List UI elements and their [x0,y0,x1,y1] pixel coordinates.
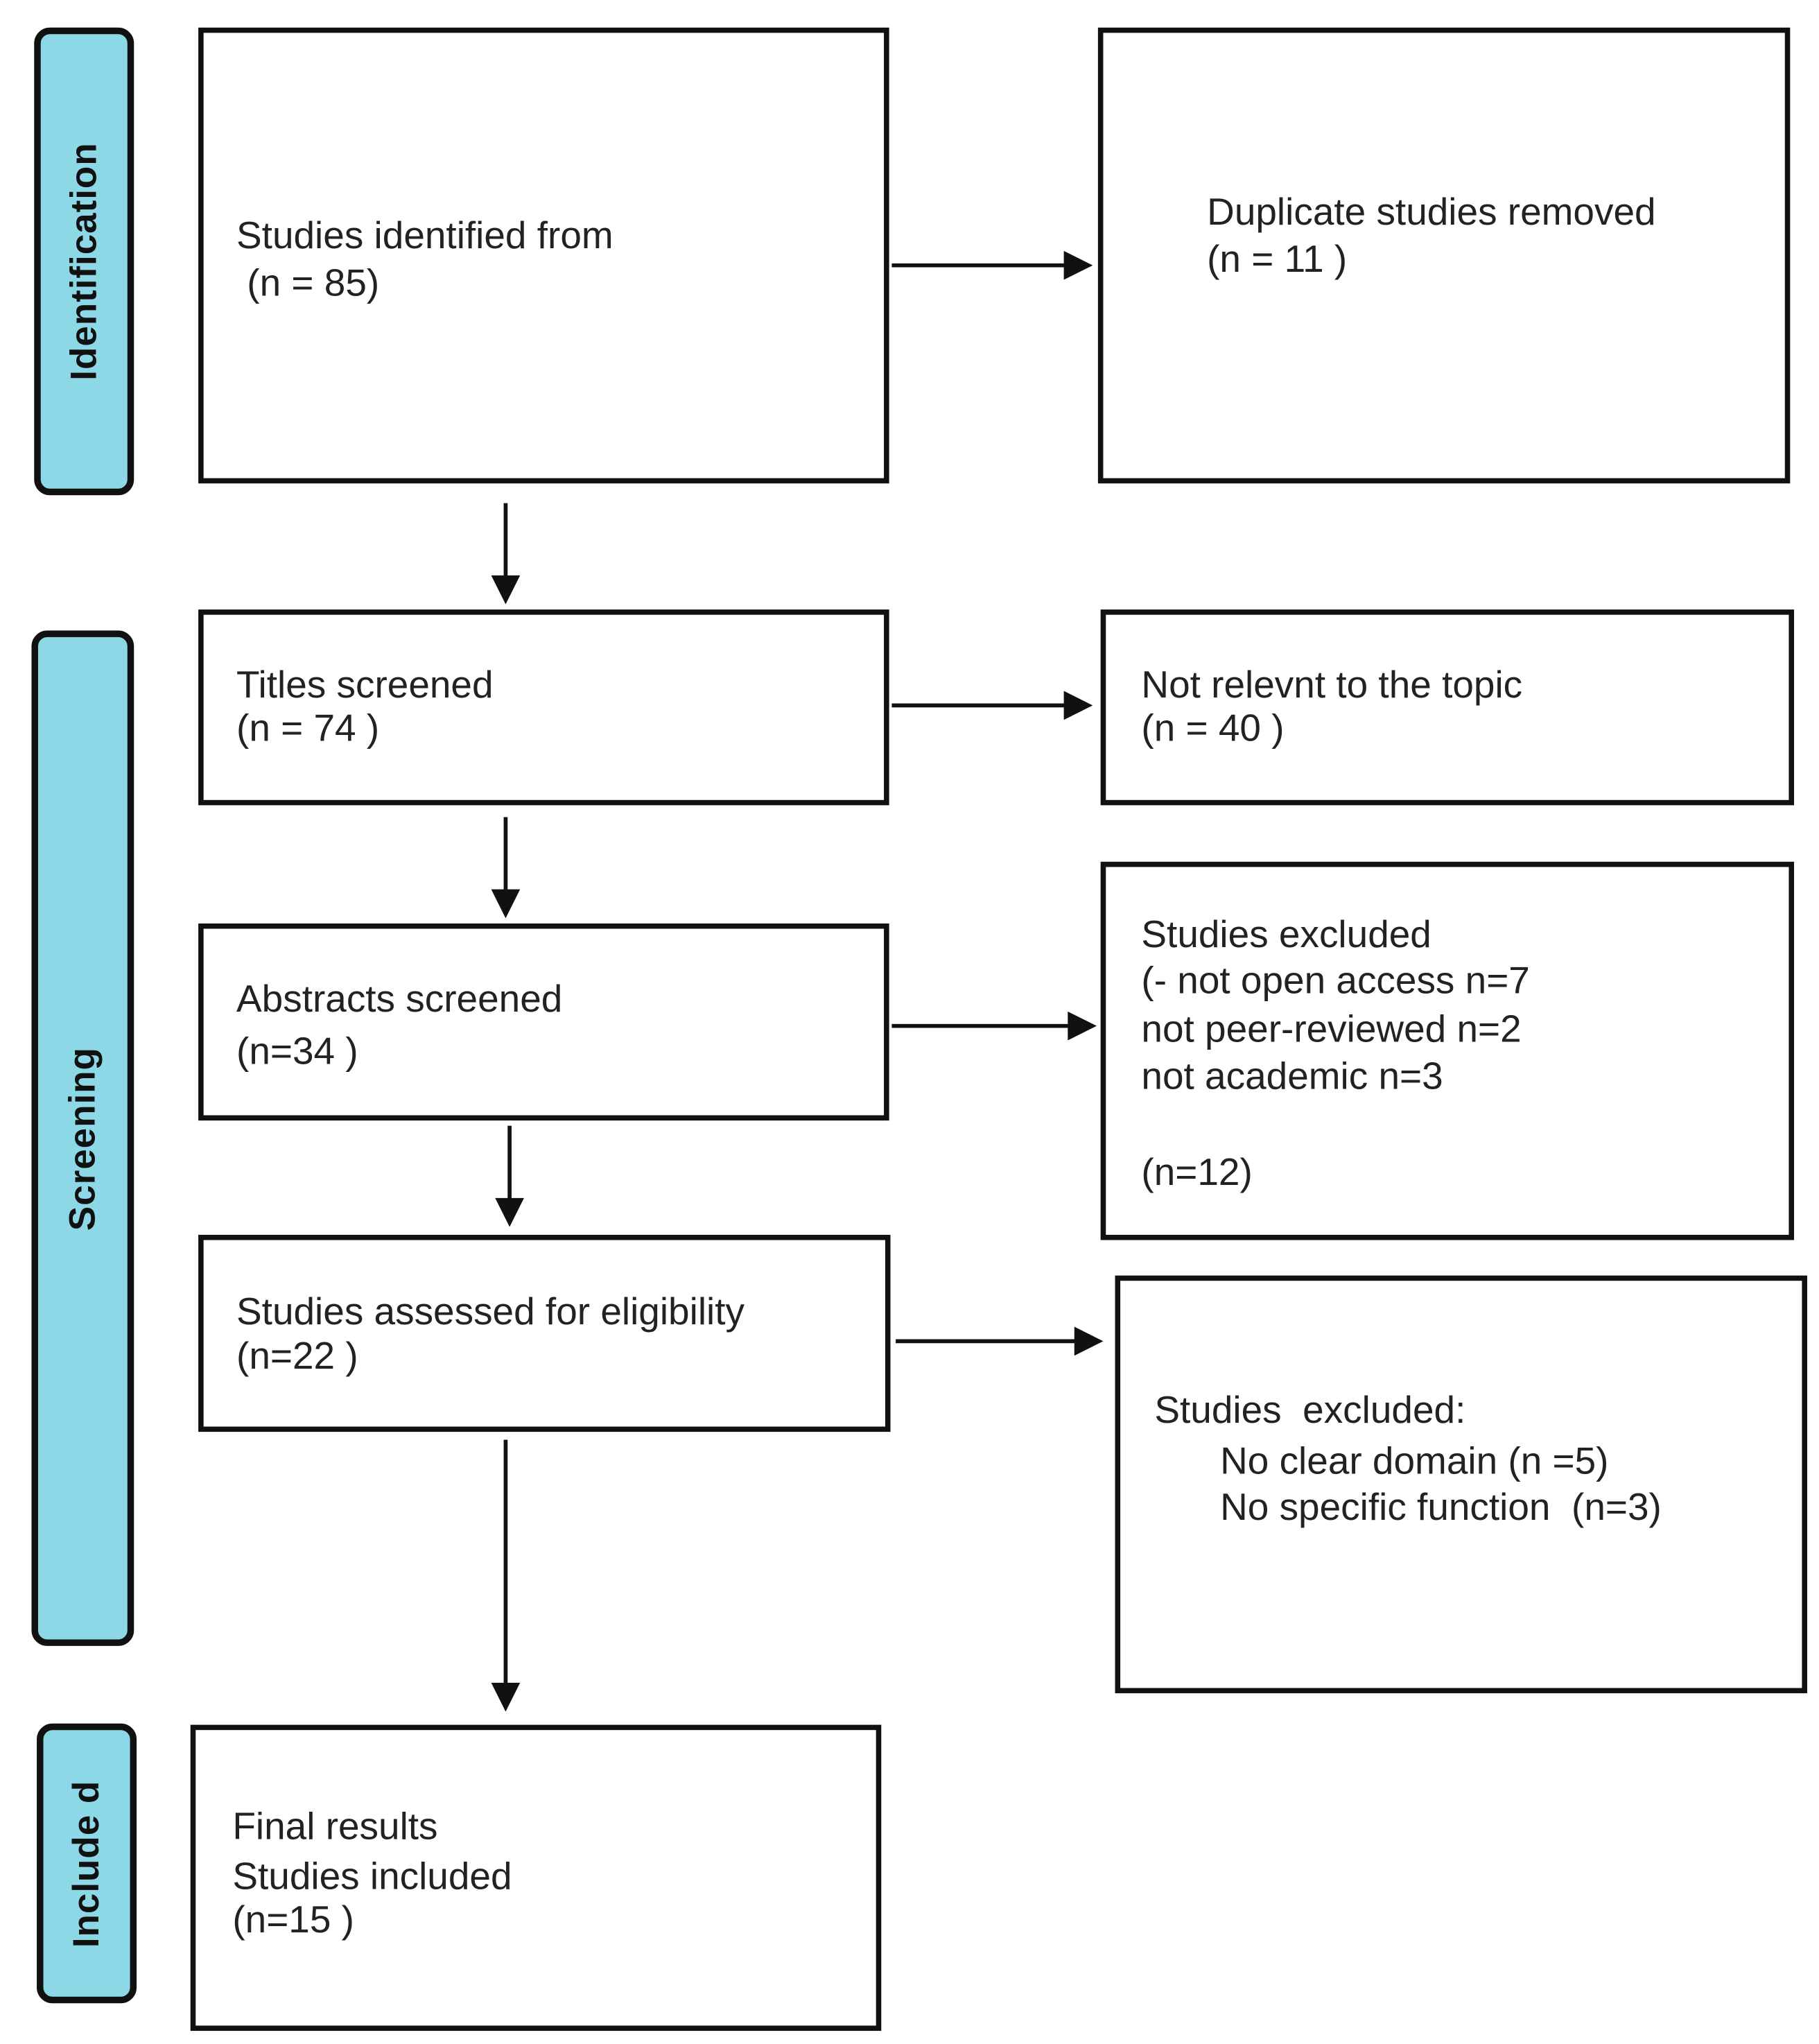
abstract-exclusions-box: Studies excluded (- not open access n=7 … [1100,861,1795,1240]
eligibility-exclusions-box: Studies excluded: No clear domain (n =5)… [1115,1275,1807,1694]
titles-screened-box: Titles screened (n = 74 ) [198,609,889,806]
eligibility-assessed-title: Studies assessed for eligibility [236,1291,745,1334]
abstract-exclusions-peer-review: not peer-reviewed n=2 [1141,1009,1522,1051]
studies-identified-box: Studies identified from (n = 85) [198,27,889,484]
arrowhead-not-relevant [1063,691,1093,720]
duplicates-removed-title: Duplicate studies removed [1207,191,1656,234]
abstracts-screened-title: Abstracts screened [236,978,563,1021]
abstract-exclusions-open-access: (- not open access n=7 [1141,960,1530,1003]
screening-phase-label: Screening [31,630,134,1646]
abstracts-screened-box: Abstracts screened (n=34 ) [198,923,889,1121]
abstract-exclusions-title: Studies excluded [1141,914,1431,957]
eligibility-exclusions-function: No specific function (n=3) [1220,1487,1662,1530]
studies-identified-title: Studies identified from [236,215,613,258]
abstracts-screened-count: (n=34 ) [236,1031,358,1073]
studies-included-title: Studies included [232,1856,512,1898]
titles-screened-count: (n = 74 ) [236,708,380,750]
eligibility-assessed-count: (n=22 ) [236,1335,358,1378]
included-phase-label: Include d [37,1723,137,2004]
abstract-exclusions-total: (n=12) [1141,1152,1253,1195]
not-relevant-title: Not relevnt to the topic [1141,664,1523,707]
titles-screened-title: Titles screened [236,664,494,707]
arrowhead-duplicates [1063,250,1093,280]
duplicates-removed-count: (n = 11 ) [1207,239,1348,282]
identification-phase-label: Identification [34,27,134,496]
studies-included-box: Final results Studies included (n=15 ) [190,1724,882,2032]
arrowhead-included [491,1682,521,1712]
studies-included-heading: Final results [232,1806,438,1848]
arrowhead-eligibility-exclusions [1074,1326,1104,1356]
abstract-exclusions-academic: not academic n=3 [1141,1056,1443,1098]
eligibility-exclusions-title: Studies excluded: [1154,1389,1466,1432]
arrowhead-eligibility [495,1197,524,1227]
arrowhead-abstract-exclusions [1068,1011,1097,1041]
not-relevant-count: (n = 40 ) [1141,708,1285,750]
duplicates-removed-box: Duplicate studies removed (n = 11 ) [1097,27,1791,484]
arrowhead-titles [491,575,521,605]
eligibility-assessed-box: Studies assessed for eligibility (n=22 ) [198,1234,891,1432]
eligibility-exclusions-domain: No clear domain (n =5) [1220,1441,1609,1484]
not-relevant-box: Not relevnt to the topic (n = 40 ) [1100,609,1795,806]
studies-included-count: (n=15 ) [232,1899,354,1942]
arrowhead-abstracts [491,889,521,919]
studies-identified-count: (n = 85) [236,262,380,305]
